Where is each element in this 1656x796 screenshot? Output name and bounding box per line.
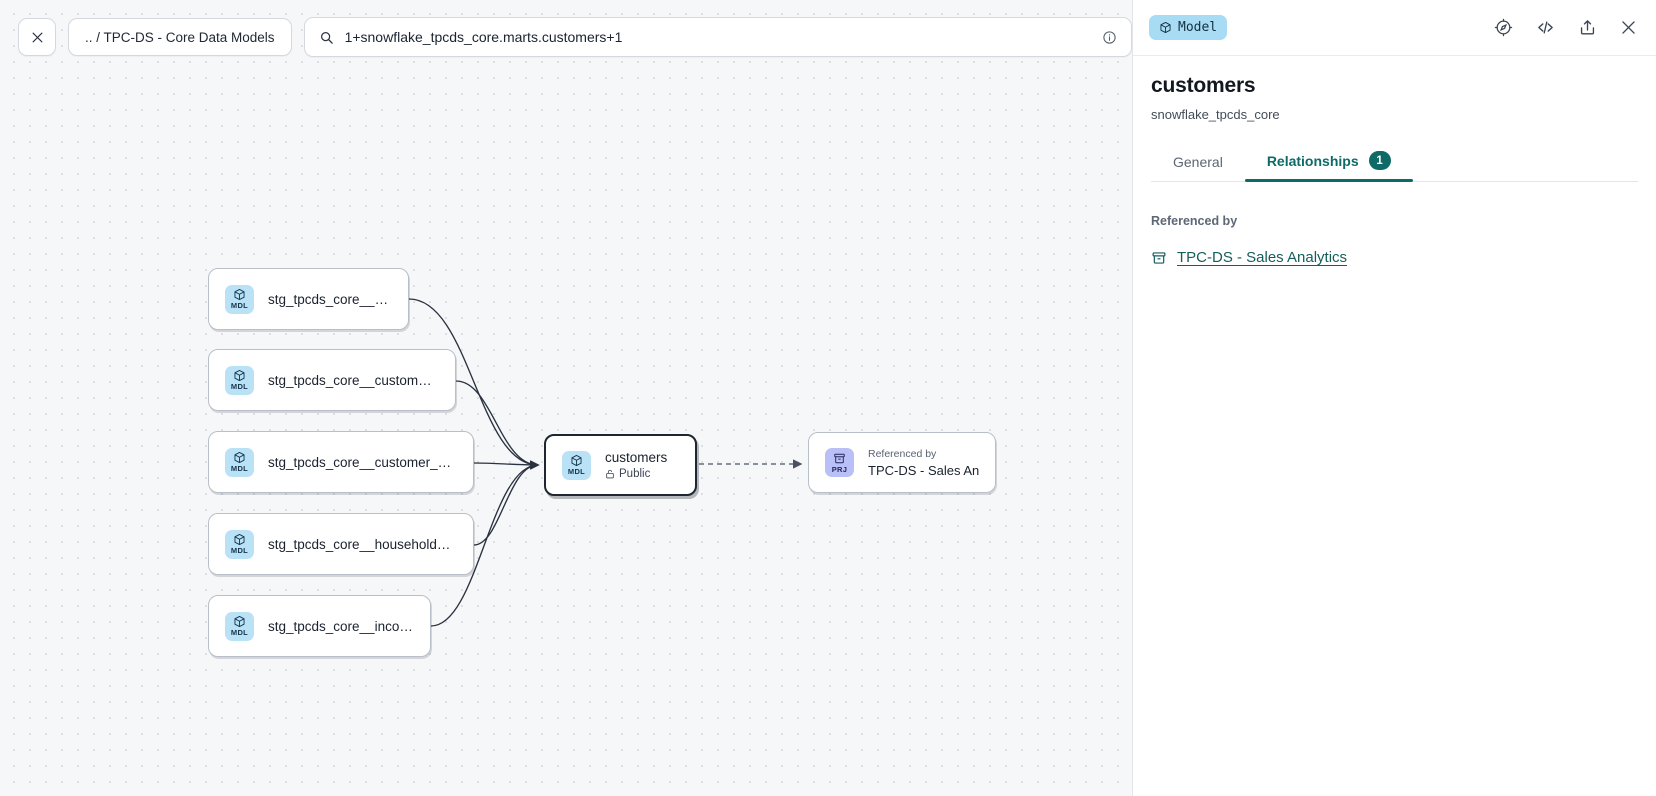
breadcrumb[interactable]: .. / TPC-DS - Core Data Models bbox=[68, 18, 292, 56]
info-icon[interactable] bbox=[1102, 30, 1117, 45]
node-title: stg_tpcds_core__customer bbox=[268, 291, 392, 307]
badge-text: MDL bbox=[567, 467, 586, 477]
graph-node-model[interactable]: MDL stg_tpcds_core__customer_demogra… bbox=[208, 431, 474, 493]
graph-node-model[interactable]: MDL stg_tpcds_core__income_band bbox=[208, 595, 431, 657]
referenced-by-label: Referenced by bbox=[1151, 214, 1238, 228]
search-input[interactable] bbox=[344, 29, 1091, 45]
model-badge: MDL bbox=[225, 611, 254, 641]
entity-type-label: Model bbox=[1178, 20, 1218, 35]
badge-text: MDL bbox=[230, 301, 249, 311]
model-badge: MDL bbox=[225, 529, 254, 559]
model-badge: MDL bbox=[562, 450, 591, 480]
cube-icon bbox=[233, 451, 246, 464]
close-icon bbox=[30, 30, 45, 45]
explore-icon[interactable] bbox=[1494, 18, 1513, 37]
node-text: stg_tpcds_core__income_band bbox=[268, 619, 414, 634]
search-icon bbox=[319, 30, 334, 45]
project-icon bbox=[1151, 250, 1167, 266]
referenced-by-item[interactable]: TPC-DS - Sales Analytics bbox=[1151, 249, 1638, 266]
node-title: stg_tpcds_core__income_band bbox=[268, 618, 414, 634]
node-text: Referenced by TPC-DS - Sales Analytics bbox=[868, 448, 979, 478]
node-access-label: Public bbox=[619, 468, 651, 480]
close-lineage-button[interactable] bbox=[18, 18, 56, 56]
badge-text: MDL bbox=[230, 382, 249, 392]
node-title: customers bbox=[605, 450, 668, 465]
referenced-by-section: Referenced by TPC-DS - Sales Analytics bbox=[1133, 182, 1656, 266]
share-icon[interactable] bbox=[1578, 18, 1597, 37]
close-icon[interactable] bbox=[1619, 18, 1638, 37]
project-badge: PRJ bbox=[825, 448, 854, 477]
tab-label: General bbox=[1173, 154, 1223, 170]
node-title: TPC-DS - Sales Analytics bbox=[868, 462, 979, 478]
graph-node-model[interactable]: MDL stg_tpcds_core__customer bbox=[208, 268, 409, 330]
graph-node-model[interactable]: MDL stg_tpcds_core__customer_address bbox=[208, 349, 456, 411]
badge-text: MDL bbox=[230, 464, 249, 474]
graph-node-focus-customers[interactable]: MDL customers Public bbox=[544, 434, 697, 496]
canvas-toolbar: .. / TPC-DS - Core Data Models bbox=[0, 0, 1132, 74]
cube-icon bbox=[233, 533, 246, 546]
details-panel: Model customers snowflake_tpcds_core bbox=[1132, 0, 1656, 796]
node-text: stg_tpcds_core__customer_demogra… bbox=[268, 455, 457, 470]
badge-text: MDL bbox=[230, 546, 249, 556]
page-subtitle: snowflake_tpcds_core bbox=[1151, 107, 1280, 122]
panel-header: Model bbox=[1133, 0, 1656, 56]
lineage-search[interactable] bbox=[303, 17, 1132, 57]
panel-body: customers snowflake_tpcds_core General R… bbox=[1133, 56, 1656, 182]
node-text: stg_tpcds_core__customer_address bbox=[268, 373, 439, 388]
cube-icon bbox=[233, 615, 246, 628]
page-title: customers bbox=[1151, 74, 1256, 97]
cube-icon bbox=[233, 369, 246, 382]
model-badge: MDL bbox=[225, 284, 254, 314]
referenced-by-link[interactable]: TPC-DS - Sales Analytics bbox=[1177, 249, 1348, 266]
model-badge: MDL bbox=[225, 365, 254, 395]
node-title: stg_tpcds_core__customer_demogra… bbox=[268, 454, 457, 470]
tab-label: Relationships bbox=[1266, 152, 1359, 169]
node-text: stg_tpcds_core__customer bbox=[268, 292, 392, 307]
panel-header-actions bbox=[1494, 18, 1638, 37]
graph-node-project[interactable]: PRJ Referenced by TPC-DS - Sales Analyti… bbox=[808, 432, 996, 493]
node-kicker: Referenced by bbox=[868, 447, 937, 460]
tab-general[interactable]: General bbox=[1151, 154, 1245, 181]
panel-tabs: General Relationships 1 bbox=[1151, 151, 1638, 182]
tab-relationships[interactable]: Relationships 1 bbox=[1244, 151, 1413, 182]
node-title: stg_tpcds_core__customer_address bbox=[268, 372, 439, 388]
graph-node-model[interactable]: MDL stg_tpcds_core__household_demogr… bbox=[208, 513, 474, 575]
node-access: Public bbox=[605, 468, 667, 480]
badge-text: PRJ bbox=[831, 464, 848, 474]
code-icon[interactable] bbox=[1535, 18, 1556, 37]
cube-icon bbox=[570, 454, 583, 467]
cube-icon bbox=[1159, 21, 1172, 34]
tab-count-badge: 1 bbox=[1368, 151, 1391, 170]
badge-text: MDL bbox=[230, 628, 249, 638]
breadcrumb-label: .. / TPC-DS - Core Data Models bbox=[85, 29, 275, 45]
model-badge: MDL bbox=[225, 447, 254, 477]
entity-type-chip: Model bbox=[1149, 15, 1228, 40]
node-title: stg_tpcds_core__household_demogr… bbox=[268, 536, 457, 552]
lock-icon bbox=[605, 469, 615, 479]
archive-icon bbox=[833, 452, 846, 465]
node-text: stg_tpcds_core__household_demogr… bbox=[268, 537, 457, 552]
lineage-edges bbox=[408, 298, 803, 627]
lineage-canvas[interactable]: MDL stg_tpcds_core__customer MDL stg_tpc… bbox=[0, 0, 1132, 796]
node-text: customers Public bbox=[605, 450, 667, 480]
cube-icon bbox=[233, 288, 246, 301]
